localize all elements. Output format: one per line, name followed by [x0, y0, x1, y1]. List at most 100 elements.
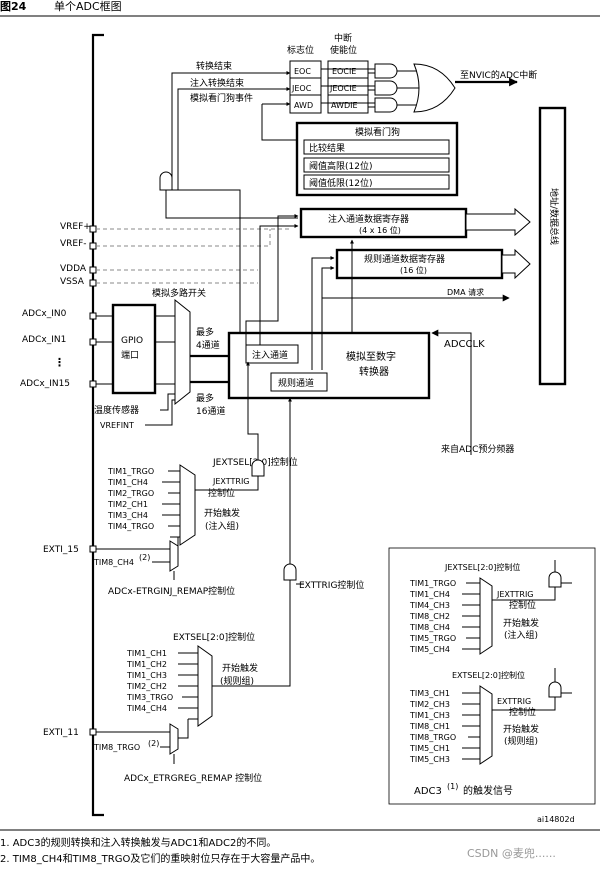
adc3-jmux	[479, 577, 493, 655]
flag-eoc: EOC	[294, 67, 311, 76]
rtrig-mux	[197, 645, 213, 727]
adc3-jsrc-0: TIM1_TRGO	[409, 579, 456, 588]
mux-label: 模拟多路开关	[152, 287, 206, 299]
converter-title-1: 模拟至数字	[346, 350, 396, 363]
watchdog-low-box	[303, 174, 450, 190]
and-gate-eoc	[374, 63, 398, 79]
adc3-jsrc-1: TIM1_CH4	[409, 590, 450, 599]
watchdog-title: 模拟看门狗	[355, 126, 400, 138]
regular-bus-arrow	[501, 248, 531, 280]
rtrig-src-5: TIM4_CH4	[126, 704, 167, 713]
pin-in1	[89, 338, 97, 346]
enable-awdie: AWDIE	[331, 101, 358, 110]
adc3-jgate	[548, 571, 562, 588]
jstart-label-1: 开始触发	[204, 507, 240, 519]
tim8-trgo-label: TIM8_TRGO	[93, 743, 140, 752]
jtrig-src-4: TIM3_CH4	[107, 511, 148, 520]
outer-frame	[91, 33, 104, 817]
and-gate-awd	[374, 97, 398, 113]
adc3-rsrc-5: TIM5_CH1	[409, 744, 450, 753]
jtrig-src-2: TIM2_TRGO	[107, 489, 154, 498]
gpio-block	[111, 303, 157, 395]
injected-channel-box	[245, 344, 299, 364]
input-vref-plus: VREF+	[60, 222, 91, 232]
adc3-exttrig-2: 控制位	[509, 706, 536, 718]
watchdog-low: 阈值低限(12位)	[309, 177, 372, 189]
input-in0: ADCx_IN0	[22, 309, 67, 319]
adc3-jsrc-2: TIM4_CH3	[409, 601, 450, 610]
enable-eocie: EOCIE	[332, 67, 356, 76]
pin-exti15	[89, 545, 97, 553]
pin-vssa	[89, 279, 97, 287]
signal-awd: 模拟看门狗事件	[190, 92, 253, 104]
figure-id: ai14802d	[537, 815, 575, 824]
watchdog-compare-box	[303, 139, 450, 155]
jremap-mux	[169, 540, 179, 572]
input-vssa: VSSA	[60, 277, 85, 287]
adc3-rsrc-2: TIM1_CH3	[409, 711, 450, 720]
awd-gate	[159, 171, 173, 191]
rtrig-src-3: TIM2_CH2	[126, 682, 167, 691]
gpio-label: GPIO	[121, 336, 143, 346]
footnote-2: 2. TIM8_CH4和TIM8_TRGO及它们的重映射位只存在于大容量产品中。	[0, 852, 320, 865]
pin-vref-plus	[89, 225, 97, 233]
extsel-label: EXTSEL[2:0]控制位	[173, 631, 255, 643]
adc3-jstart-1: 开始触发	[503, 617, 539, 629]
jremap-label: ADCx-ETRGINJ_REMAP控制位	[108, 585, 235, 597]
adc3-jsrc-4: TIM8_CH4	[409, 623, 450, 632]
gpio-port-label: 端口	[121, 349, 139, 361]
tim8-ch4-note: (2)	[139, 553, 150, 562]
watchdog-compare: 比较结果	[309, 142, 345, 154]
figure-number: 图24	[0, 0, 27, 13]
watchdog-high: 阈值高限(12位)	[309, 160, 372, 172]
exttrig-label: EXTTRIG控制位	[299, 579, 364, 591]
rtrig-src-4: TIM3_TRGO	[126, 693, 173, 702]
exti11-label: EXTI_11	[43, 728, 79, 738]
signal-jeoc: 注入转换结束	[190, 77, 244, 89]
jstart-label-2: (注入组)	[205, 520, 239, 532]
adc3-extsel: EXTSEL[2:0]控制位	[452, 670, 525, 680]
jexttrig-label-1: JEXTTRIG	[212, 477, 250, 486]
adc3-jextsel: JEXTSEL[2:0]控制位	[444, 562, 520, 572]
input-dots: ⋮	[54, 356, 65, 369]
flags-header-flag: 标志位	[287, 44, 314, 56]
address-data-bus	[538, 106, 567, 386]
jtrig-mux	[179, 464, 196, 546]
and-gate-jeoc	[374, 80, 398, 96]
mux-4-channels: 4通道	[196, 339, 220, 351]
jexttrig-label-2: 控制位	[208, 487, 235, 499]
jtrig-src-0: TIM1_TRGO	[107, 467, 154, 476]
adc3-jsrc-5: TIM5_TRGO	[409, 634, 456, 643]
adc3-jsrc-3: TIM8_CH2	[409, 612, 450, 621]
adc3-jsrc-6: TIM5_CH4	[409, 645, 450, 654]
injected-channel-label: 注入通道	[252, 349, 288, 361]
exti15-label: EXTI_15	[43, 545, 79, 555]
pin-in15	[89, 380, 97, 388]
adc-converter-block	[227, 331, 431, 400]
dma-label: DMA 请求	[447, 287, 484, 297]
or-gate	[413, 63, 456, 113]
flags-header-top: 中断	[334, 32, 352, 44]
injected-register-block	[299, 207, 468, 239]
jtrig-src-3: TIM2_CH1	[107, 500, 148, 509]
adc3-caption: ADC3	[414, 786, 442, 797]
pin-in0	[89, 312, 97, 320]
analog-mux	[174, 298, 191, 406]
pin-vref-minus	[89, 242, 97, 250]
rstart-label-2: (规则组)	[220, 675, 254, 687]
jtrig-src-1: TIM1_CH4	[107, 478, 148, 487]
injected-bus-arrow	[465, 207, 531, 237]
adc3-caption-rest: 的触发信号	[463, 784, 513, 797]
regular-channel-label: 规则通道	[278, 377, 314, 389]
rtrig-src-2: TIM1_CH3	[126, 671, 167, 680]
prescaler-label: 来自ADC预分频器	[441, 443, 514, 455]
adc3-jexttrig-2: 控制位	[509, 599, 536, 611]
enable-jeocie: JEOCIE	[329, 84, 357, 93]
tim8-trgo-note: (2)	[148, 739, 159, 748]
regular-register-size: (16 位)	[400, 265, 427, 275]
mux-16-channels: 16通道	[196, 405, 225, 417]
flag-awd: AWD	[294, 101, 313, 110]
converter-title-2: 转换器	[359, 365, 389, 378]
nvic-label: 至NVIC的ADC中断	[460, 69, 537, 81]
